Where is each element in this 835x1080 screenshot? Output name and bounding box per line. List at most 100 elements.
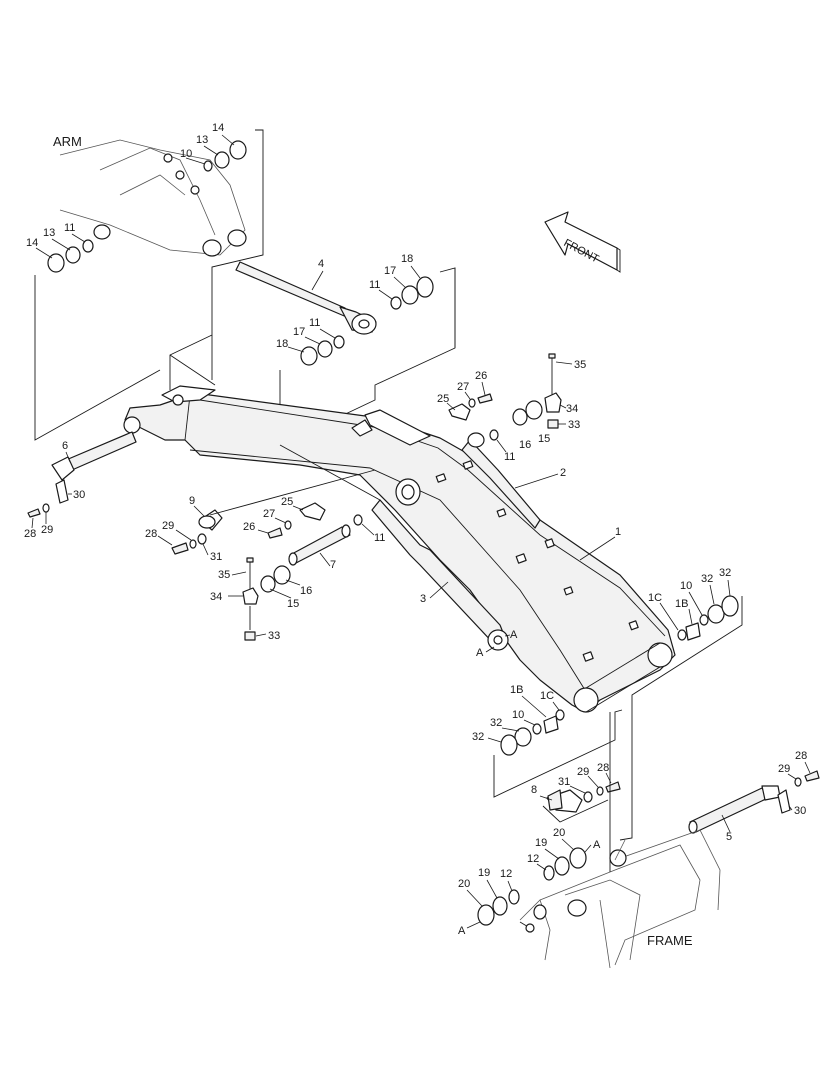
boom-cylinder-2: 2 (461, 432, 566, 529)
part-callout-30: 30 (73, 489, 85, 501)
part-callout-29: 29 (577, 766, 589, 778)
washers-4-bottom: 18 17 11 (276, 317, 345, 366)
part-callout-1c: 1C (648, 592, 662, 604)
washers-right-upper: 1C 1B 10 32 32 (648, 567, 739, 641)
part-callout-a: A (510, 629, 518, 641)
pin-9: 9 (189, 469, 376, 531)
part-callout-28: 28 (24, 528, 36, 540)
part-callout-13: 13 (43, 227, 55, 239)
part-callout-12: 12 (527, 853, 539, 865)
part-callout-10: 10 (512, 709, 524, 721)
part-callout-12: 12 (500, 868, 512, 880)
bolt-group-9: 28 29 31 (145, 520, 222, 563)
part-callout-29: 29 (162, 520, 174, 532)
part-callout-11: 11 (64, 222, 75, 234)
part-callout-a: A (593, 839, 601, 851)
part-callout-11: 11 (309, 317, 320, 329)
frame: FRAME (519, 829, 721, 969)
part-callout-35: 35 (218, 569, 230, 581)
part-callout-28: 28 (145, 528, 157, 540)
part-callout-29: 29 (778, 763, 790, 775)
part-callout-31: 31 (558, 776, 570, 788)
arm-cylinder-rod-4: 4 (235, 258, 377, 335)
part-callout-30: 30 (794, 805, 806, 817)
part-callout-25: 25 (437, 393, 449, 405)
part-callout-33: 33 (268, 630, 280, 642)
part-callout-11: 11 (504, 451, 515, 463)
boom-1: 1 (123, 385, 676, 713)
washers-right-lower: 1B 1C 10 32 32 (472, 684, 565, 756)
part-callout-17: 17 (293, 326, 305, 338)
washer-11-cyl3: 11 (353, 514, 385, 544)
part-callout-32: 32 (490, 717, 502, 729)
plate-30-left: 30 28 29 (24, 479, 85, 540)
part-callout-18: 18 (276, 338, 288, 350)
part-callout-13: 13 (196, 134, 208, 146)
pin-8: 8 31 29 28 (531, 762, 621, 823)
part-callout-28: 28 (795, 750, 807, 762)
part-callout-27: 27 (457, 381, 469, 393)
part-callout-11: 11 (374, 532, 385, 544)
part-callout-14: 14 (26, 237, 38, 249)
part-callout-20: 20 (553, 827, 565, 839)
pin-6: 6 (51, 431, 137, 481)
part-callout-25: 25 (281, 496, 293, 508)
part-callout-a: A (458, 925, 466, 937)
part-callout-1: 1 (615, 526, 621, 538)
frame-label: FRAME (647, 933, 693, 948)
washer-11-cyl2: 11 (489, 429, 515, 463)
part-callout-15: 15 (287, 598, 299, 610)
boom-cylinder-3: 3 (371, 499, 509, 651)
washers-frame-lower: 20 19 12 A (458, 867, 520, 937)
part-callout-19: 19 (478, 867, 490, 879)
part-callout-31: 31 (210, 551, 222, 563)
part-callout-18: 18 (401, 253, 413, 265)
part-callout-32: 32 (719, 567, 731, 579)
part-callout-10: 10 (680, 580, 692, 592)
part-callout-1c: 1C (540, 690, 554, 702)
pin-5: 5 30 29 28 (688, 750, 820, 843)
arm-washers-left: 14 13 11 (26, 222, 94, 273)
washers-frame-upper: 12 19 20 A (527, 827, 601, 881)
part-callout-7: 7 (330, 559, 336, 571)
part-callout-10: 10 (180, 148, 192, 160)
bolt-group-35-upper: 35 34 33 16 15 (512, 353, 586, 451)
arm-assembly: ARM (53, 134, 247, 257)
part-callout-8: 8 (531, 784, 537, 796)
part-callout-32: 32 (701, 573, 713, 585)
part-callout-17: 17 (384, 265, 396, 277)
part-callout-15: 15 (538, 433, 550, 445)
part-callout-1b: 1B (675, 598, 688, 610)
part-callout-3: 3 (420, 593, 426, 605)
part-callout-16: 16 (300, 585, 312, 597)
part-callout-33: 33 (568, 419, 580, 431)
part-callout-27: 27 (263, 508, 275, 520)
part-callout-2: 2 (560, 467, 566, 479)
arm-washers-top: 10 13 14 (180, 122, 247, 172)
part-callout-16: 16 (519, 439, 531, 451)
part-callout-4: 4 (318, 258, 324, 270)
washers-4-top: 11 17 18 (369, 253, 434, 310)
part-callout-32: 32 (472, 731, 484, 743)
part-callout-26: 26 (475, 370, 487, 382)
part-callout-20: 20 (458, 878, 470, 890)
front-arrow-icon: FRONT (544, 211, 621, 273)
part-callout-34: 34 (566, 403, 578, 415)
lock-group-25-lower: 25 27 26 (243, 496, 326, 539)
part-callout-19: 19 (535, 837, 547, 849)
part-callout-5: 5 (726, 831, 732, 843)
part-callout-14: 14 (212, 122, 224, 134)
arm-label: ARM (53, 134, 82, 149)
bolt-group-35-lower: 35 34 33 15 16 (210, 557, 312, 642)
lock-group-25-upper: 25 27 26 (437, 370, 493, 421)
part-callout-1b: 1B (510, 684, 523, 696)
part-callout-9: 9 (189, 495, 195, 507)
part-callout-28: 28 (597, 762, 609, 774)
part-callout-29: 29 (41, 524, 53, 536)
part-callout-6: 6 (62, 440, 68, 452)
part-callout-34: 34 (210, 591, 222, 603)
part-callout-35: 35 (574, 359, 586, 371)
part-callout-11: 11 (369, 279, 380, 291)
pin-7: 7 (288, 524, 351, 571)
